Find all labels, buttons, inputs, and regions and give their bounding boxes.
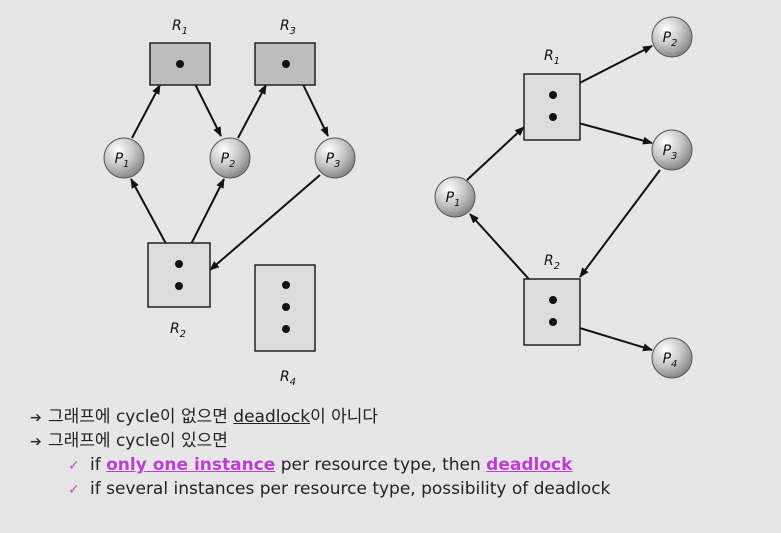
diagram_right-resource-r1-instance-dot [549, 91, 557, 99]
diagram_right-process-p4 [651, 337, 693, 379]
only-one-instance-highlight: only one instance [106, 455, 276, 475]
diagram_right-resource-r2-instance-dot [549, 296, 557, 304]
diagram_left-resource-label-r4: R4 [280, 369, 296, 388]
diagram_right-process-label-p1: P1 [446, 190, 461, 209]
diagram_left-resource-r2-instance-dot [175, 260, 183, 268]
sub-bullet-one-instance: ✓if only one instance per resource type,… [30, 453, 610, 477]
diagram_right-process-label-p4: P4 [663, 351, 678, 370]
diagram_right-edge-p3-to-r2 [579, 169, 661, 278]
diagram_left-resource-r4-instance-dot [282, 281, 290, 289]
diagram_right-process-p3 [651, 129, 693, 171]
diagram_left-resource-r1-instance-dot [176, 60, 184, 68]
diagram_left-resource-r4-instance-dot [282, 303, 290, 311]
diagram_left-resource-r2-instance-dot [175, 282, 183, 290]
diagram_left-resource-label-r1: R1 [172, 18, 188, 37]
diagram_left-process-label-p2: P2 [221, 151, 236, 170]
check-bullet-icon: ✓ [68, 482, 80, 498]
diagram_right-resource-r2-instance-dot [549, 318, 557, 326]
diagram_left-resource-r2 [147, 242, 211, 308]
deadlock-term: deadlock [233, 407, 311, 427]
arrow-bullet-icon: ➔ [30, 410, 42, 426]
diagram_left-process-label-p1: P1 [115, 151, 130, 170]
diagram_left-process-p2 [209, 137, 251, 179]
diagram_right-process-p1 [434, 176, 476, 218]
diagram_right-resource-r1 [523, 73, 581, 141]
diagram_left-resource-r4-instance-dot [282, 325, 290, 333]
deadlock-highlight: deadlock [486, 455, 573, 475]
diagram_left-process-p3 [314, 137, 356, 179]
diagram_left-resource-r3-instance-dot [282, 60, 290, 68]
diagram_right-edge-p1-to-r1 [466, 126, 525, 181]
bullet-has-cycle: ➔그래프에 cycle이 있으면 [30, 429, 610, 453]
diagram_left-resource-label-r2: R2 [170, 321, 186, 340]
check-bullet-icon: ✓ [68, 458, 80, 474]
diagram_left-process-p1 [103, 137, 145, 179]
diagram_right-resource-label-r1: R1 [544, 48, 560, 67]
diagram_left-resource-label-r3: R3 [280, 18, 296, 37]
diagram_left-edge-p2-to-r3 [237, 84, 267, 139]
arrow-bullet-icon: ➔ [30, 434, 42, 450]
diagram_right-resource-label-r2: R2 [544, 253, 560, 272]
diagram_right-process-label-p2: P2 [663, 30, 678, 49]
diagram_right-process-label-p3: P3 [663, 143, 678, 162]
diagram_left-edge-p1-to-r1 [131, 84, 161, 139]
diagram_right-resource-r1-instance-dot [549, 113, 557, 121]
diagram_left-process-label-p3: P3 [326, 151, 341, 170]
diagram_right-process-p2 [651, 16, 693, 58]
bullet-no-cycle: ➔그래프에 cycle이 없으면 deadlock이 아니다 [30, 405, 610, 429]
sub-bullet-several-instances: ✓if several instances per resource type,… [30, 477, 610, 501]
diagram_right-resource-r2 [523, 278, 581, 346]
diagram_left-edge-p3-to-r2 [209, 174, 321, 271]
bullet-list: ➔그래프에 cycle이 없으면 deadlock이 아니다 ➔그래프에 cyc… [30, 405, 610, 501]
